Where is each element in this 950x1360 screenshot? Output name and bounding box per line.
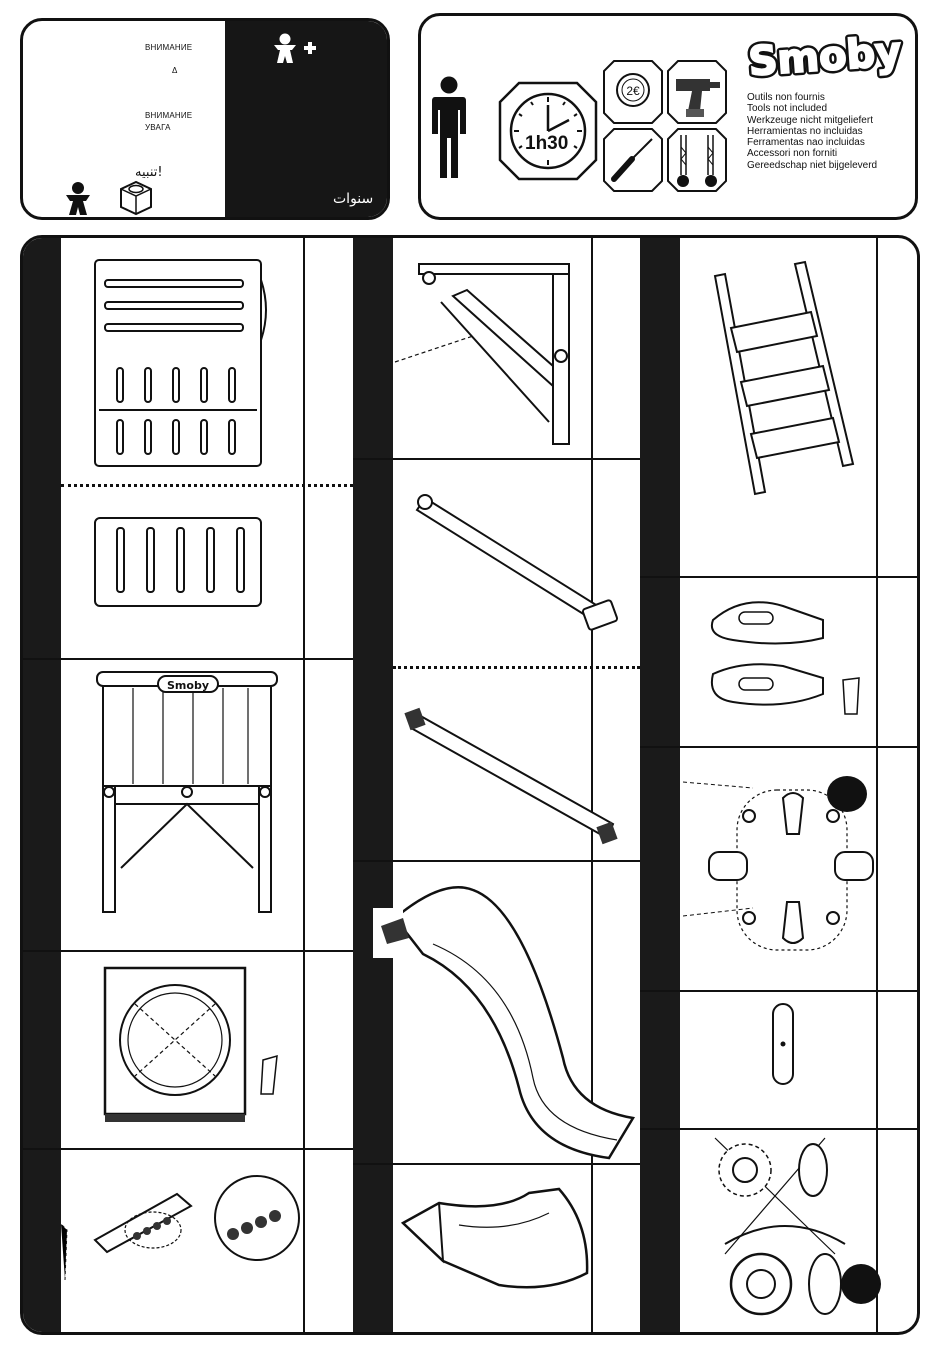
row-separator bbox=[640, 1128, 920, 1130]
tools-it: Accessori non forniti bbox=[747, 148, 877, 159]
child-icon bbox=[61, 181, 95, 217]
row-separator bbox=[640, 746, 920, 748]
bar-illustration bbox=[403, 698, 623, 858]
tools-nl: Gereedschap niet bijgeleverd bbox=[747, 160, 877, 171]
tools-list: Outils non fournis Tools not included We… bbox=[747, 92, 877, 171]
rail-screws-illustration bbox=[61, 1160, 301, 1310]
person-icon bbox=[429, 76, 469, 180]
row-separator bbox=[353, 860, 640, 862]
svg-text:Smoby: Smoby bbox=[167, 679, 209, 692]
ladder-illustration bbox=[703, 254, 863, 504]
final-assembly-illustration bbox=[685, 1134, 885, 1334]
svg-text:Smoby: Smoby bbox=[747, 29, 903, 86]
coin-icon: 2€ bbox=[602, 59, 664, 125]
smoby-logo: Smoby Smoby bbox=[741, 28, 909, 86]
clock-icon bbox=[497, 80, 599, 182]
bracket-illustration bbox=[393, 246, 593, 456]
tools-en: Tools not included bbox=[747, 103, 877, 114]
svg-text:2€: 2€ bbox=[626, 84, 640, 98]
warning-uk: УВАГА bbox=[145, 123, 171, 132]
tools-pt: Ferramentas nao incluidas bbox=[747, 137, 877, 148]
warning-panel: ВНИМАНИЕ Δ ВНИМАНИЕ УВАГА تنبيه! سنوات bbox=[20, 18, 390, 220]
column-strip-2 bbox=[353, 238, 393, 1335]
column-strip-1 bbox=[23, 238, 61, 1335]
row-separator bbox=[353, 458, 640, 460]
warning-symbol: Δ bbox=[172, 66, 178, 75]
side-panel-illustration bbox=[89, 250, 275, 472]
parts-panel: Smoby bbox=[20, 235, 920, 1335]
column-strip-3 bbox=[640, 238, 680, 1335]
base-assembly-illustration bbox=[683, 768, 913, 978]
front-frame-illustration: Smoby bbox=[93, 668, 283, 918]
tube-illustration bbox=[413, 478, 623, 648]
slide-end-illustration bbox=[399, 1173, 599, 1303]
slide-illustration bbox=[373, 878, 643, 1168]
tools-panel: 1h30 2€ Smoby Smoby Outils non fournis T… bbox=[418, 13, 918, 220]
drill-bit-icon bbox=[666, 127, 728, 193]
tools-es: Herramientas no incluidas bbox=[747, 126, 877, 137]
child-plus-icon bbox=[271, 33, 323, 67]
row-separator bbox=[23, 1148, 353, 1150]
lower-panel-illustration bbox=[89, 512, 269, 612]
cut-line bbox=[393, 666, 640, 669]
time-label: 1h30 bbox=[525, 133, 568, 155]
warning-ru-2: ВНИМАНИЕ bbox=[145, 111, 192, 120]
step-marker bbox=[841, 1264, 881, 1304]
screwdriver-icon bbox=[602, 127, 664, 193]
round-panel-illustration bbox=[95, 964, 295, 1129]
years-label: سنوات bbox=[333, 191, 373, 207]
tools-fr: Outils non fournis bbox=[747, 92, 877, 103]
step-marker bbox=[827, 776, 867, 812]
row-separator bbox=[640, 576, 920, 578]
drill-icon bbox=[666, 59, 728, 125]
cut-line bbox=[61, 484, 353, 487]
warning-ru: ВНИМАНИЕ bbox=[145, 43, 192, 52]
tools-de: Werkzeuge nicht mitgeliefert bbox=[747, 115, 877, 126]
divider bbox=[303, 238, 305, 1335]
small-parts-icon bbox=[115, 177, 157, 219]
age-block: سنوات bbox=[225, 21, 390, 220]
row-separator bbox=[23, 950, 353, 952]
plate-illustration bbox=[771, 1002, 795, 1088]
row-separator bbox=[640, 990, 920, 992]
foot-pads-illustration bbox=[703, 590, 903, 730]
row-separator bbox=[23, 658, 353, 660]
